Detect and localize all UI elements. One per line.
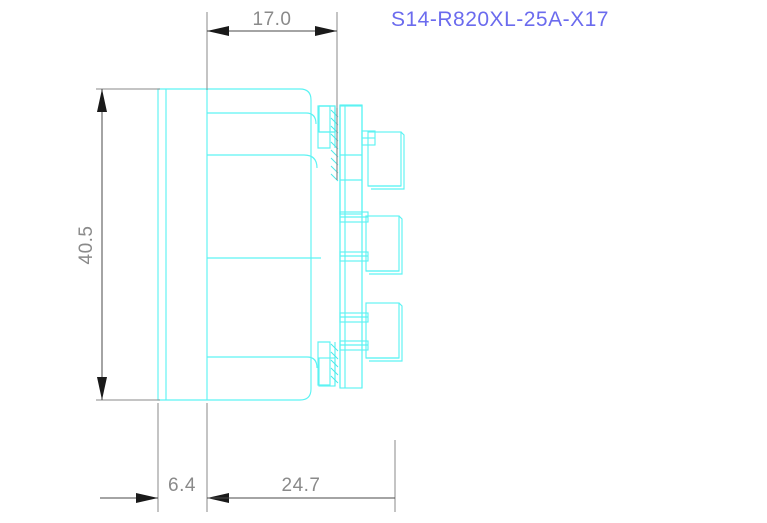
arrowhead-bottom [97, 377, 107, 400]
terminal-middle [339, 211, 403, 275]
dimension-40-5: 40.5 [76, 88, 160, 401]
terminal-bottom [339, 302, 403, 362]
dimension-24-7: 24.7 [207, 440, 396, 512]
dim-label-40-5: 40.5 [76, 226, 97, 265]
arrowhead-right [315, 26, 337, 36]
arrowhead-left [136, 493, 158, 503]
part-number-title: S14-R820XL-25A-X17 [391, 8, 609, 31]
dim-label-24-7: 24.7 [282, 475, 321, 496]
dimension-17-0: 17.0 [206, 9, 338, 108]
terminal-top [361, 130, 405, 190]
dimension-6-4: 6.4 [100, 403, 229, 512]
terminal-post-column [339, 105, 363, 215]
dim-label-6-4: 6.4 [168, 475, 196, 496]
main-body-outline [157, 88, 321, 401]
arrowhead-top [97, 89, 107, 112]
part-geometry [157, 88, 405, 401]
arrowhead-left [207, 26, 229, 36]
dim-label-17-0: 17.0 [253, 9, 292, 30]
